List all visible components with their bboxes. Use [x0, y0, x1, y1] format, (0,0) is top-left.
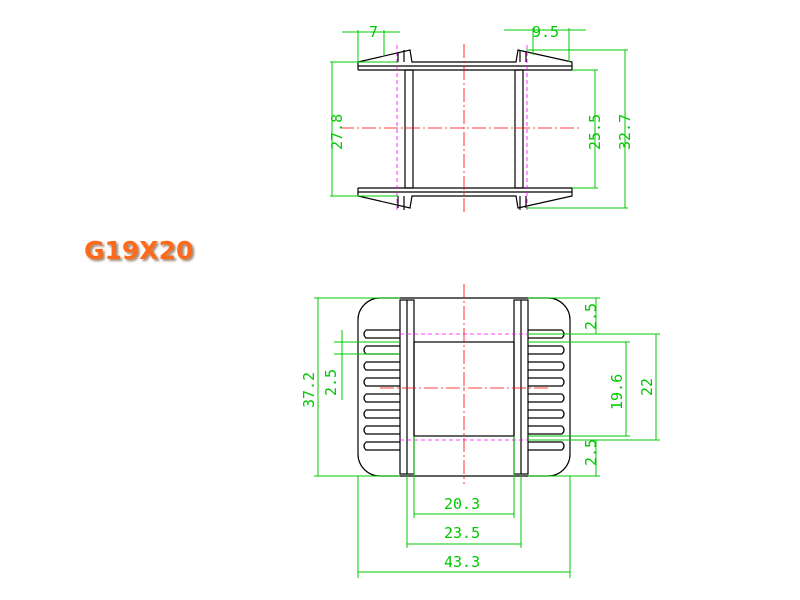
left-wall: [404, 69, 414, 189]
dim-bottom-right: 2.5: [582, 439, 600, 466]
dim-total-width: 43.3: [444, 553, 480, 571]
dim-height-left: 27.8: [328, 114, 346, 150]
dim-total-height: 37.2: [300, 372, 318, 408]
pin-top-right: [519, 50, 527, 62]
dim-outer-right: 22: [638, 378, 656, 396]
dim-outer-right: 32.7: [616, 114, 634, 150]
left-fins: [363, 329, 400, 451]
dim-top-right: 2.5: [582, 303, 600, 330]
pin-bottom-right: [519, 196, 527, 210]
dim-pin-right: 9.5: [532, 23, 559, 41]
pin-bottom-left: [397, 196, 405, 210]
pin-top-left: [397, 50, 405, 62]
dim-slot-left: 2.5: [322, 369, 340, 396]
bottom-view: 37.2 2.5 2.5 19.6 22 2.5 20.3 23.5: [300, 284, 660, 578]
top-flange-outline: [357, 49, 573, 71]
dim-inner-right: 25.5: [586, 114, 604, 150]
bottom-flange-outline: [357, 187, 573, 209]
part-title: G19X20: [84, 236, 194, 265]
dim-inner-width: 20.3: [444, 495, 480, 513]
right-wall: [514, 69, 524, 189]
right-fins: [528, 329, 565, 451]
dim-pin-left: 7: [369, 23, 378, 41]
top-view: 7 9.5 27.8 25.5 32.7: [328, 23, 634, 212]
dim-slot-right: 19.6: [608, 374, 626, 410]
dim-mid-width: 23.5: [444, 524, 480, 542]
